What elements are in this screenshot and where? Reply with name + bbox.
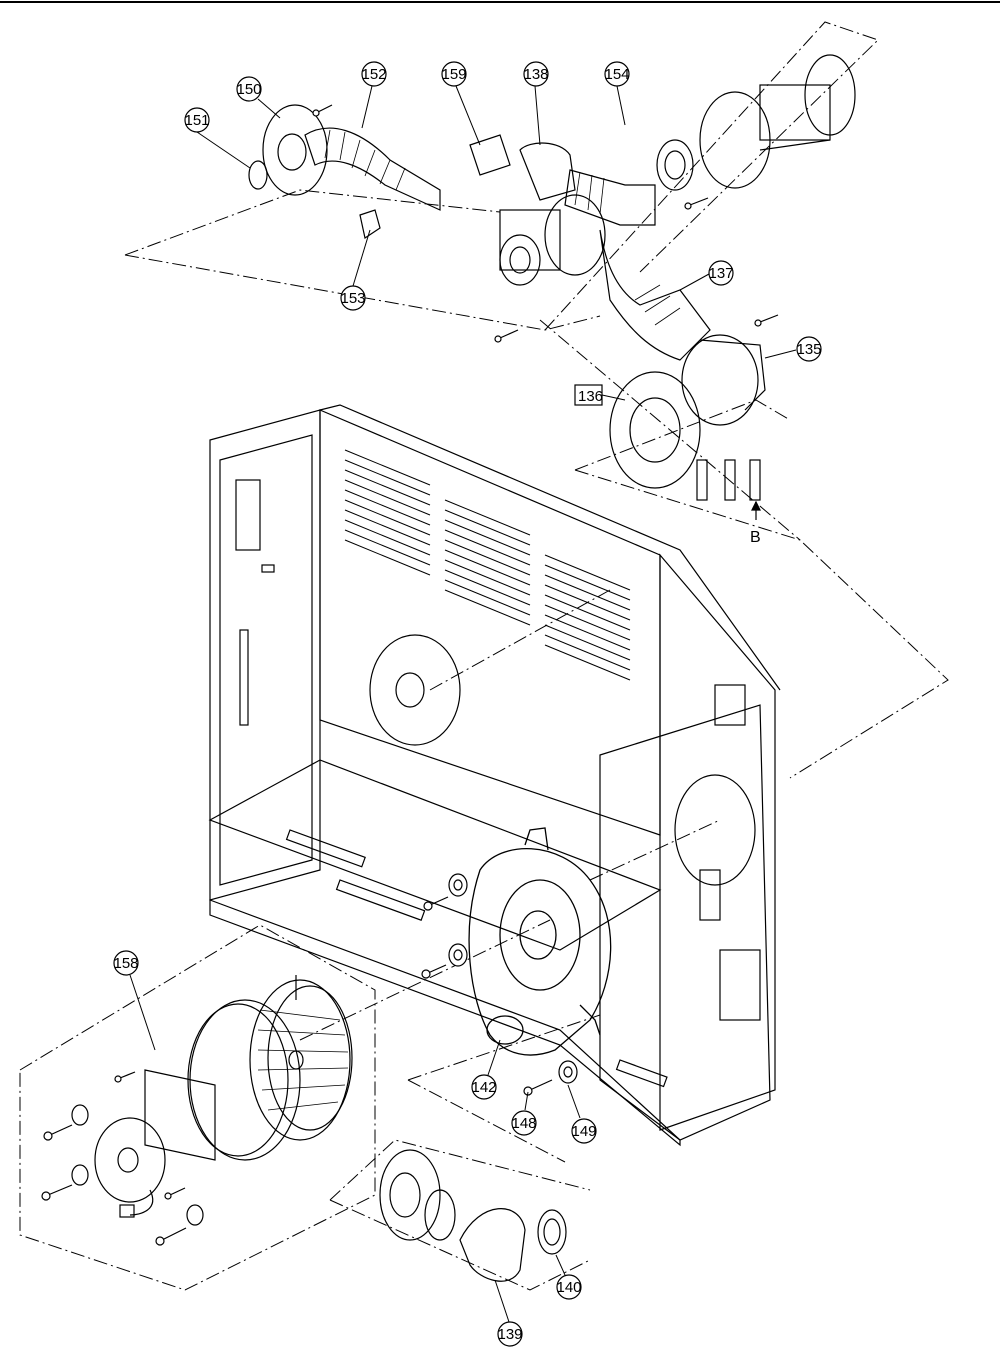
svg-text:142: 142 (471, 1079, 496, 1096)
svg-text:136: 136 (578, 388, 603, 405)
top-duct-assembly (248, 54, 856, 501)
grommets (448, 873, 578, 1084)
svg-text:152: 152 (361, 66, 386, 83)
svg-text:138: 138 (523, 66, 548, 83)
screws-top (312, 104, 779, 343)
callout-140: 140 (556, 1274, 582, 1300)
callout-149: 149 (571, 1118, 597, 1144)
callout-151: 151 (184, 107, 210, 133)
callout-135: 135 (796, 336, 822, 362)
svg-text:150: 150 (236, 81, 261, 98)
callout-148: 148 (511, 1110, 537, 1136)
callout-139: 139 (497, 1321, 523, 1347)
callout-137: 137 (708, 260, 734, 286)
fan-assembly (71, 975, 353, 1226)
svg-text:139: 139 (497, 1326, 522, 1343)
svg-text:151: 151 (184, 112, 209, 129)
arrow-b-label: B (750, 529, 761, 546)
svg-text:148: 148 (511, 1115, 536, 1132)
svg-text:154: 154 (604, 66, 629, 83)
callout-150: 150 (236, 76, 262, 102)
svg-text:153: 153 (340, 290, 365, 307)
screws-housing (421, 896, 553, 1096)
blower-housing (468, 827, 612, 1056)
svg-text:140: 140 (556, 1279, 581, 1296)
svg-text:137: 137 (708, 265, 733, 282)
callout-154: 154 (604, 61, 630, 87)
arrow-b (751, 500, 761, 520)
callout-138: 138 (523, 61, 549, 87)
svg-text:135: 135 (796, 341, 821, 358)
callout-152: 152 (361, 61, 387, 87)
svg-text:149: 149 (571, 1123, 596, 1140)
screws-fan (41, 1071, 187, 1246)
callout-153: 153 (340, 285, 366, 311)
leader-lines (129, 85, 797, 1323)
svg-text:159: 159 (441, 66, 466, 83)
callout-142: 142 (471, 1074, 497, 1100)
callout-159: 159 (441, 61, 467, 87)
group-outlines (19, 21, 949, 1291)
lower-duct (379, 1149, 567, 1282)
boxed-label-136: 136 (574, 384, 626, 406)
main-frame (208, 404, 781, 1147)
callout-158: 158 (113, 950, 139, 976)
svg-text:158: 158 (113, 955, 138, 972)
